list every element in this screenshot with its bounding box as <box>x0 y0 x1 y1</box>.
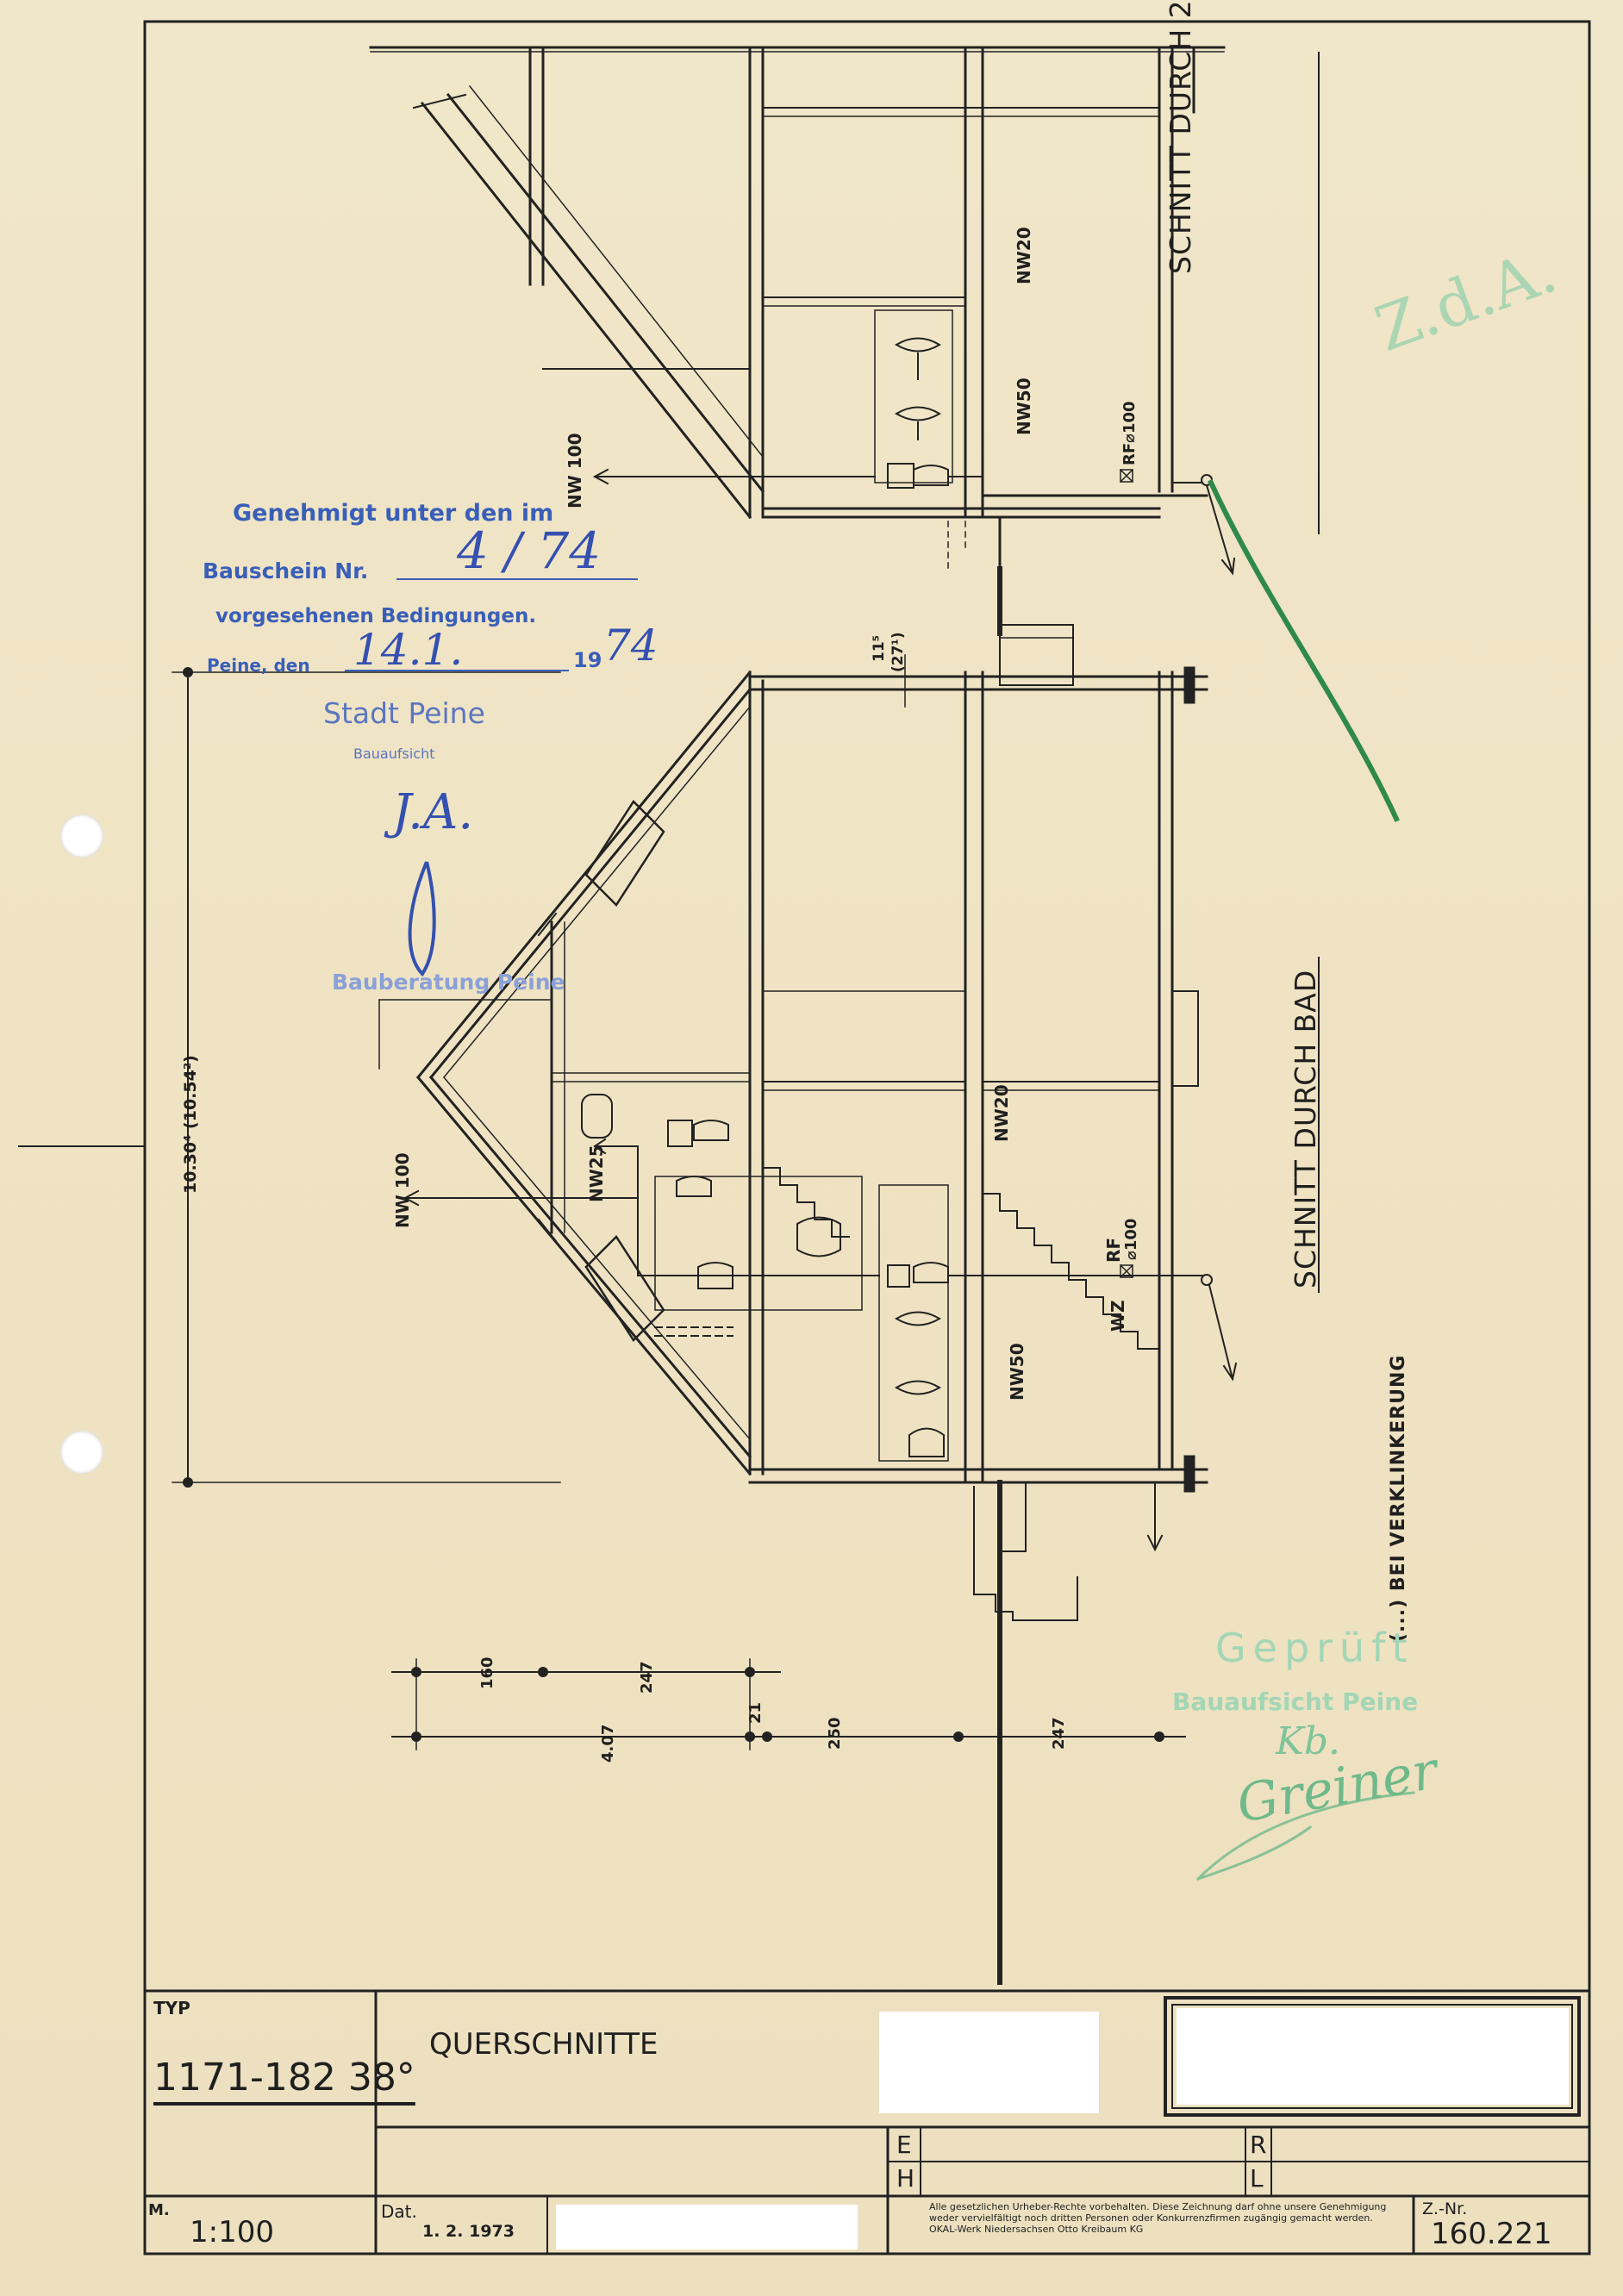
section-bottom-plumbing <box>403 1094 1238 1552</box>
approval-stamp-number: 4 / 74 <box>457 521 602 580</box>
section-top-structure <box>369 46 1226 636</box>
label-nw20-bottom: NW20 <box>991 1084 1012 1142</box>
title-block-row-h: H <box>896 2164 915 2193</box>
geprueft-stamp-authority: Bauaufsicht Peine <box>1172 1688 1419 1716</box>
title-block-date-value: 1. 2. 1973 <box>422 2222 515 2241</box>
verklinkerung-note: (...) BEI VERKLINKERUNG <box>1388 1354 1409 1643</box>
dimension-160: 160 <box>478 1656 496 1689</box>
approval-stamp-year: 74 <box>603 621 659 671</box>
label-rf-top: RF⌀100 <box>1120 401 1139 465</box>
approval-stamp-line4: Peine, den <box>207 655 310 676</box>
approval-stamp-date: 14.1. <box>353 625 464 675</box>
punch-hole-bottom <box>60 1431 103 1474</box>
dimension-247-lower: 247 <box>1050 1717 1068 1750</box>
label-rf-bottom-diameter: ⌀100 <box>1122 1218 1140 1260</box>
section-bottom-structure <box>415 624 1208 1985</box>
title-block-row-l: L <box>1250 2164 1264 2193</box>
title-block-frame <box>143 1989 1591 2255</box>
label-wz: WZ <box>1108 1300 1128 1332</box>
label-nw50-top: NW50 <box>1014 377 1034 435</box>
title-block-title: QUERSCHNITTE <box>429 2027 659 2062</box>
redacted-block-stamp-box <box>1177 2008 1569 2105</box>
approval-stamp-line3: vorgesehenen Bedingungen. <box>215 605 537 627</box>
label-height-dimension: 10.30⁴ (10.54²) <box>181 1055 200 1194</box>
label-rf-bottom: RF <box>1103 1237 1124 1263</box>
geprueft-stamp: Geprüft <box>1215 1625 1414 1671</box>
label-eave-dimension-b: (27¹) <box>890 632 907 672</box>
title-block-row-r: R <box>1250 2131 1267 2159</box>
section-title-bad: SCHNITT DURCH BAD <box>1289 969 1322 1288</box>
green-signature-stroke <box>1195 1791 1415 1881</box>
dimension-407: 4.07 <box>599 1724 617 1763</box>
dimension-21: 21 <box>746 1701 765 1724</box>
label-nw100-bottom: NW 100 <box>392 1152 413 1228</box>
section-title-2wc-kueche: SCHNITT DURCH 2WC/KÜCHE <box>1164 0 1197 274</box>
height-dimension-line <box>172 654 906 1488</box>
punch-hole-top <box>60 814 103 858</box>
label-nw25: NW25 <box>586 1145 607 1202</box>
label-nw50-bottom: NW50 <box>1007 1343 1027 1401</box>
approval-stamp-year-prefix: 19 <box>573 648 602 672</box>
approval-stamp-line1: Genehmigt unter den im <box>233 500 554 527</box>
title-block-typ-value: 1171-182 38° <box>153 2056 415 2099</box>
dimension-250: 250 <box>826 1717 844 1750</box>
revision-grid <box>887 2126 1590 2197</box>
title-block-scale-label: M. <box>148 2201 170 2219</box>
geprueft-stamp-initials: Kb. <box>1276 1719 1341 1763</box>
title-block-znr-label: Z.-Nr. <box>1422 2199 1468 2218</box>
title-block-copyright: Alle gesetzlichen Urheber-Rechte vorbeha… <box>929 2201 1387 2235</box>
title-block-scale-value: 1:100 <box>190 2215 274 2249</box>
approval-stamp-office: Bauberatung Peine <box>332 970 565 995</box>
title-block-row-e: E <box>896 2131 912 2159</box>
redacted-block-title <box>879 2012 1099 2113</box>
title-block-date-label: Dat. <box>381 2201 417 2222</box>
approval-stamp-city: Stadt Peine <box>323 696 485 730</box>
dimension-chain <box>391 1658 1186 1750</box>
dimension-247-upper: 247 <box>638 1661 656 1694</box>
approval-stamp-authority: Bauaufsicht <box>353 746 435 762</box>
title-block-typ-label: TYP <box>153 1998 190 2018</box>
sheet-border <box>143 20 1591 2255</box>
label-eave-dimension-a: 11⁵ <box>871 634 888 662</box>
label-nw100-top: NW 100 <box>565 433 585 508</box>
green-pen-stroke <box>1208 479 1400 822</box>
title-block-znr-value: 160.221 <box>1431 2217 1552 2251</box>
section-top-plumbing <box>592 249 1236 576</box>
approval-stamp-initials: J.A. <box>392 784 474 840</box>
label-nw20-top: NW20 <box>1014 227 1034 284</box>
redacted-block-drawn-by <box>556 2205 858 2249</box>
approval-stamp-line2: Bauschein Nr. <box>203 558 369 583</box>
